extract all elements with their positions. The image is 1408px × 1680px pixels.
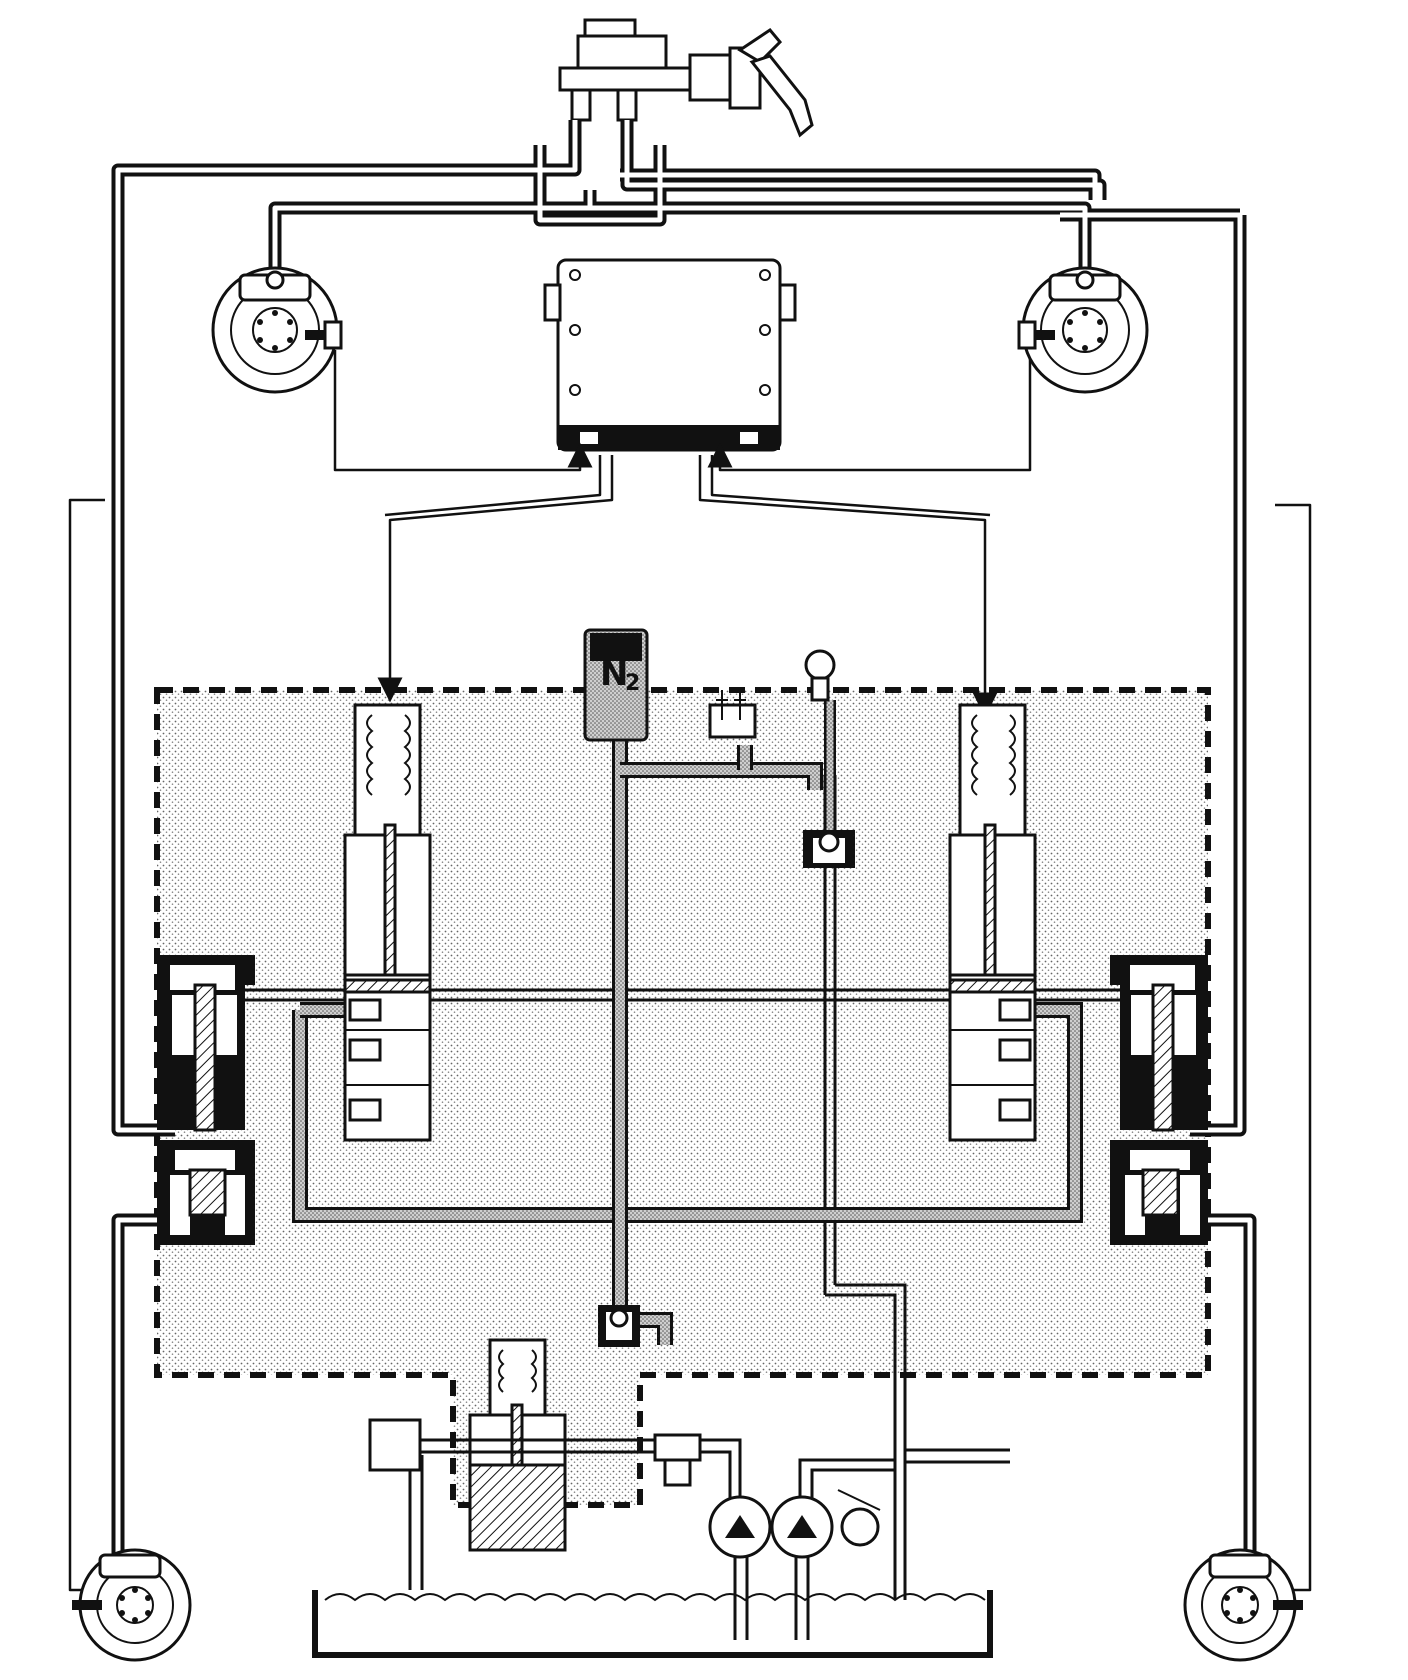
pump-primary <box>708 1495 772 1559</box>
pump-motor <box>837 1489 881 1547</box>
master-cylinder <box>558 18 814 138</box>
left-modulator <box>157 955 255 1245</box>
check-valve-lower <box>598 1305 640 1347</box>
brake-lines <box>111 120 1257 1590</box>
gas-symbol: N <box>600 654 628 694</box>
warning-lamp <box>804 649 836 702</box>
pump-secondary <box>770 1495 834 1559</box>
left-solenoid-valve <box>343 703 432 1142</box>
right-solenoid-valve <box>948 703 1037 1142</box>
pressure-regulator <box>468 1338 567 1552</box>
filter <box>653 1433 702 1487</box>
brake-pedal <box>749 54 814 138</box>
rear-left-wheel <box>72 1548 192 1662</box>
hydraulic-unit-body <box>154 687 1211 1508</box>
rear-right-wheel <box>1183 1548 1303 1662</box>
fluid-reservoir <box>312 1590 993 1658</box>
hydraulic-unit <box>154 687 1211 1508</box>
front-right-wheel <box>1017 266 1149 394</box>
abs-control-unit <box>543 258 797 452</box>
right-modulator <box>1110 955 1208 1245</box>
pressure-sensor <box>368 1418 422 1472</box>
internal-circuit <box>245 700 1125 1600</box>
gas-subscript: 2 <box>625 671 640 696</box>
nitrogen-accumulator: N 2 <box>583 628 649 742</box>
pressure-switch <box>708 690 757 739</box>
check-valve-upper <box>803 830 855 868</box>
front-left-wheel <box>211 266 343 394</box>
